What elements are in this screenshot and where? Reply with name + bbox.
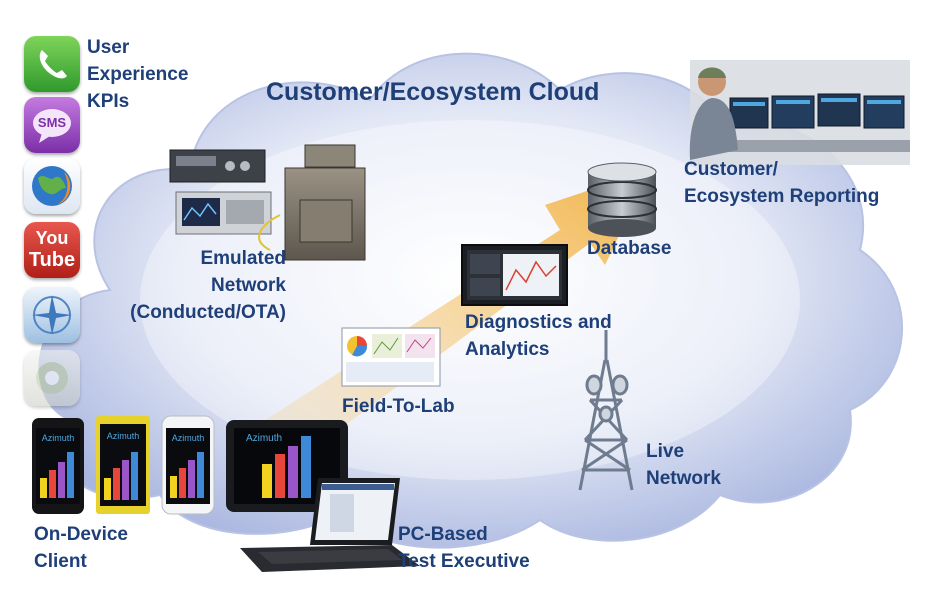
analytics-monitor-image bbox=[461, 244, 568, 306]
diagnostics-line-2: Analytics bbox=[465, 339, 550, 360]
navigation-icon bbox=[24, 287, 80, 343]
database-label: Database bbox=[587, 238, 672, 259]
kpi-label-line-2: Experience bbox=[87, 64, 189, 85]
emulated-network-line-3: (Conducted/OTA) bbox=[130, 302, 286, 323]
phone-icon bbox=[24, 36, 80, 92]
browser-icon bbox=[24, 158, 80, 214]
youtube-icon-text-bottom: Tube bbox=[28, 249, 76, 271]
laptop-device bbox=[240, 478, 420, 572]
diagnostics-line-1: Diagnostics and bbox=[465, 312, 612, 333]
operator-screens-image bbox=[689, 60, 910, 165]
cell-tower-icon bbox=[578, 330, 634, 491]
on-device-client-line-1: On-Device bbox=[34, 524, 128, 545]
kpi-label-line-1: User bbox=[87, 37, 130, 58]
pc-test-executive-label: PC-Based Test Executive bbox=[398, 521, 530, 575]
brand-mark-phone-3: Azimuth bbox=[171, 433, 205, 443]
pc-test-executive-line-2: Test Executive bbox=[398, 551, 530, 572]
kpi-label: User Experience KPIs bbox=[87, 34, 188, 115]
live-network-line-1: Live bbox=[646, 441, 685, 462]
kpi-label-line-3: KPIs bbox=[87, 91, 130, 112]
sms-icon: SMS bbox=[24, 97, 80, 153]
brand-mark-phone-2: Azimuth bbox=[106, 431, 140, 441]
live-network-line-2: Network bbox=[646, 468, 721, 489]
media-icon bbox=[24, 350, 80, 406]
sms-icon-text: SMS bbox=[37, 115, 67, 130]
smartphone-black bbox=[32, 418, 84, 514]
live-network-label: Live Network bbox=[646, 438, 721, 492]
rack-equipment-image bbox=[169, 144, 366, 261]
youtube-icon-text-top: You bbox=[35, 228, 69, 248]
emulated-network-line-1: Emulated bbox=[200, 248, 286, 269]
smartphone-white bbox=[161, 415, 215, 515]
emulated-network-label: Emulated Network (Conducted/OTA) bbox=[110, 245, 286, 326]
field-to-lab-label: Field-To-Lab bbox=[342, 396, 455, 417]
emulated-network-line-2: Network bbox=[211, 275, 286, 296]
brand-mark-phone-1: Azimuth bbox=[41, 433, 75, 443]
diagnostics-label: Diagnostics and Analytics bbox=[465, 309, 612, 363]
tablet-device bbox=[226, 420, 348, 512]
customer-reporting-line-1: Customer/ bbox=[684, 159, 778, 180]
brand-mark-tablet: Azimuth bbox=[245, 433, 283, 444]
smartphone-yellow bbox=[96, 416, 150, 514]
cloud-title: Customer/Ecosystem Cloud bbox=[266, 78, 600, 106]
pc-test-executive-line-1: PC-Based bbox=[398, 524, 488, 545]
customer-reporting-line-2: Ecosystem Reporting bbox=[684, 186, 880, 207]
field-map-image bbox=[341, 327, 441, 387]
customer-reporting-label: Customer/ Ecosystem Reporting bbox=[684, 156, 879, 210]
database-icon bbox=[587, 162, 657, 237]
youtube-icon: You Tube bbox=[24, 222, 80, 278]
on-device-client-label: On-Device Client bbox=[34, 521, 128, 575]
on-device-client-line-2: Client bbox=[34, 551, 87, 572]
